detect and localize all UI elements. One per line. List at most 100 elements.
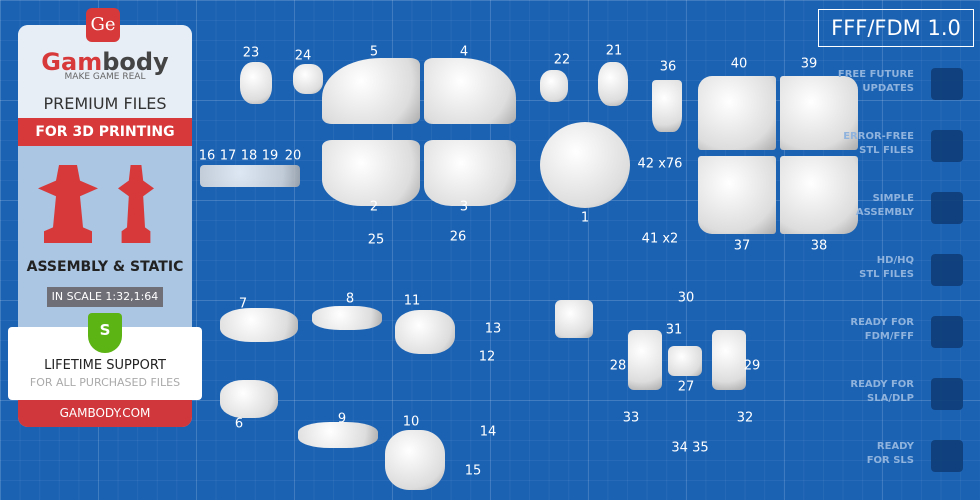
part-label: 40: [730, 56, 748, 72]
part-label: 41 x2: [641, 231, 679, 247]
part-11: [395, 310, 455, 354]
part-label: 26: [449, 229, 467, 245]
feature-line2: FOR SLS: [866, 455, 914, 466]
part-label: 14: [479, 424, 497, 440]
part-27: [668, 346, 702, 376]
part-28: [628, 330, 662, 390]
part-label: 27: [677, 379, 695, 395]
part-label: 23: [242, 45, 260, 61]
part-label: 10: [402, 414, 420, 430]
part-label: 38: [810, 238, 828, 254]
feature-line2: FDM/FFF: [864, 331, 914, 342]
part-label: 20: [284, 148, 302, 164]
part-label: 42 x76: [637, 156, 683, 172]
part-9: [298, 422, 378, 448]
part-label: 1: [580, 210, 590, 226]
part-label: 36: [659, 59, 677, 75]
part-label: 22: [553, 52, 571, 68]
part-label: 37: [733, 238, 751, 254]
premium-files: PREMIUM FILES: [43, 94, 167, 113]
feature-line1: SIMPLE: [872, 193, 914, 204]
brand-name: Gambody: [18, 48, 192, 76]
feature-line1: ERROR-FREE: [843, 131, 914, 142]
feature-line1: READY FOR: [850, 317, 914, 328]
part-label: 16: [198, 148, 216, 164]
part-22: [540, 70, 568, 102]
feature-line2: ASSEMBLY: [855, 207, 914, 218]
part-label: 11: [403, 293, 421, 309]
part-label: 30: [677, 290, 695, 306]
part-label: 29: [743, 358, 761, 374]
part-label: 4: [459, 44, 469, 60]
version-badge: FFF/FDM 1.0: [818, 9, 974, 47]
part-29: [712, 330, 746, 390]
part-label: 2: [369, 199, 379, 215]
shield-icon: S: [88, 313, 122, 353]
part-2: [322, 140, 420, 206]
brand-name-b: body: [102, 48, 169, 76]
gambody-logo: Ge: [86, 8, 120, 42]
feature-line1: READY FOR: [850, 379, 914, 390]
part-label: 3: [459, 199, 469, 215]
part-label: 5: [369, 44, 379, 60]
support-subtitle: FOR ALL PURCHASED FILES: [29, 376, 181, 389]
part-label: 33: [622, 410, 640, 426]
part-38: [780, 156, 858, 234]
sls-printer-icon: [931, 440, 963, 472]
part-39: [780, 76, 858, 150]
part-3: [424, 140, 516, 206]
part-label: 34 35: [671, 440, 709, 456]
part-36: [652, 80, 682, 132]
part-40: [698, 76, 776, 150]
tagline: MAKE GAME REAL: [64, 72, 146, 82]
part-label: 39: [800, 56, 818, 72]
part-label: 18: [240, 148, 258, 164]
part-assembled: [555, 300, 593, 338]
for-3d-printing-banner: FOR 3D PRINTING: [18, 118, 192, 146]
part-label: 13: [484, 321, 502, 337]
feature-line2: SLA/DLP: [867, 393, 914, 404]
parts-16-20: [200, 165, 300, 187]
feature-line1: HD/HQ: [876, 255, 914, 266]
puzzle-icon: [931, 192, 963, 224]
part-label: 24: [294, 48, 312, 64]
part-5: [322, 58, 420, 124]
part-label: 7: [238, 296, 248, 312]
part-label: 9: [337, 411, 347, 427]
feature-label: READY FOR SLA/DLP: [794, 378, 914, 406]
part-1: [540, 122, 630, 208]
fdm-printer-icon: [931, 316, 963, 348]
part-8: [312, 306, 382, 330]
feature-label: HD/HQ STL FILES: [794, 254, 914, 282]
part-label: 8: [345, 291, 355, 307]
part-label: 21: [605, 43, 623, 59]
feature-line2: UPDATES: [862, 83, 914, 94]
part-label: 17: [219, 148, 237, 164]
part-label: 25: [367, 232, 385, 248]
part-label: 28: [609, 358, 627, 374]
part-label: 6: [234, 416, 244, 432]
feature-label: READY FOR FDM/FFF: [794, 316, 914, 344]
sla-printer-icon: [931, 378, 963, 410]
part-37: [698, 156, 776, 234]
assembly-static: ASSEMBLY & STATIC: [26, 259, 184, 275]
part-label: 12: [478, 349, 496, 365]
part-label: 31: [665, 322, 683, 338]
part-24: [293, 64, 323, 94]
ironman-icon: [931, 254, 963, 286]
part-21: [598, 62, 628, 106]
support-title: LIFETIME SUPPORT: [44, 358, 166, 373]
part-23: [240, 62, 272, 104]
brand-name-a: Gam: [41, 48, 103, 76]
part-6: [220, 380, 278, 418]
feature-line2: STL FILES: [859, 269, 914, 280]
scale-badge: IN SCALE 1:32,1:64: [47, 287, 163, 307]
sync-icon: [931, 68, 963, 100]
part-label: 32: [736, 410, 754, 426]
part-10: [385, 430, 445, 490]
site-link[interactable]: GAMBODY.COM: [18, 400, 192, 427]
part-label: 15: [464, 463, 482, 479]
